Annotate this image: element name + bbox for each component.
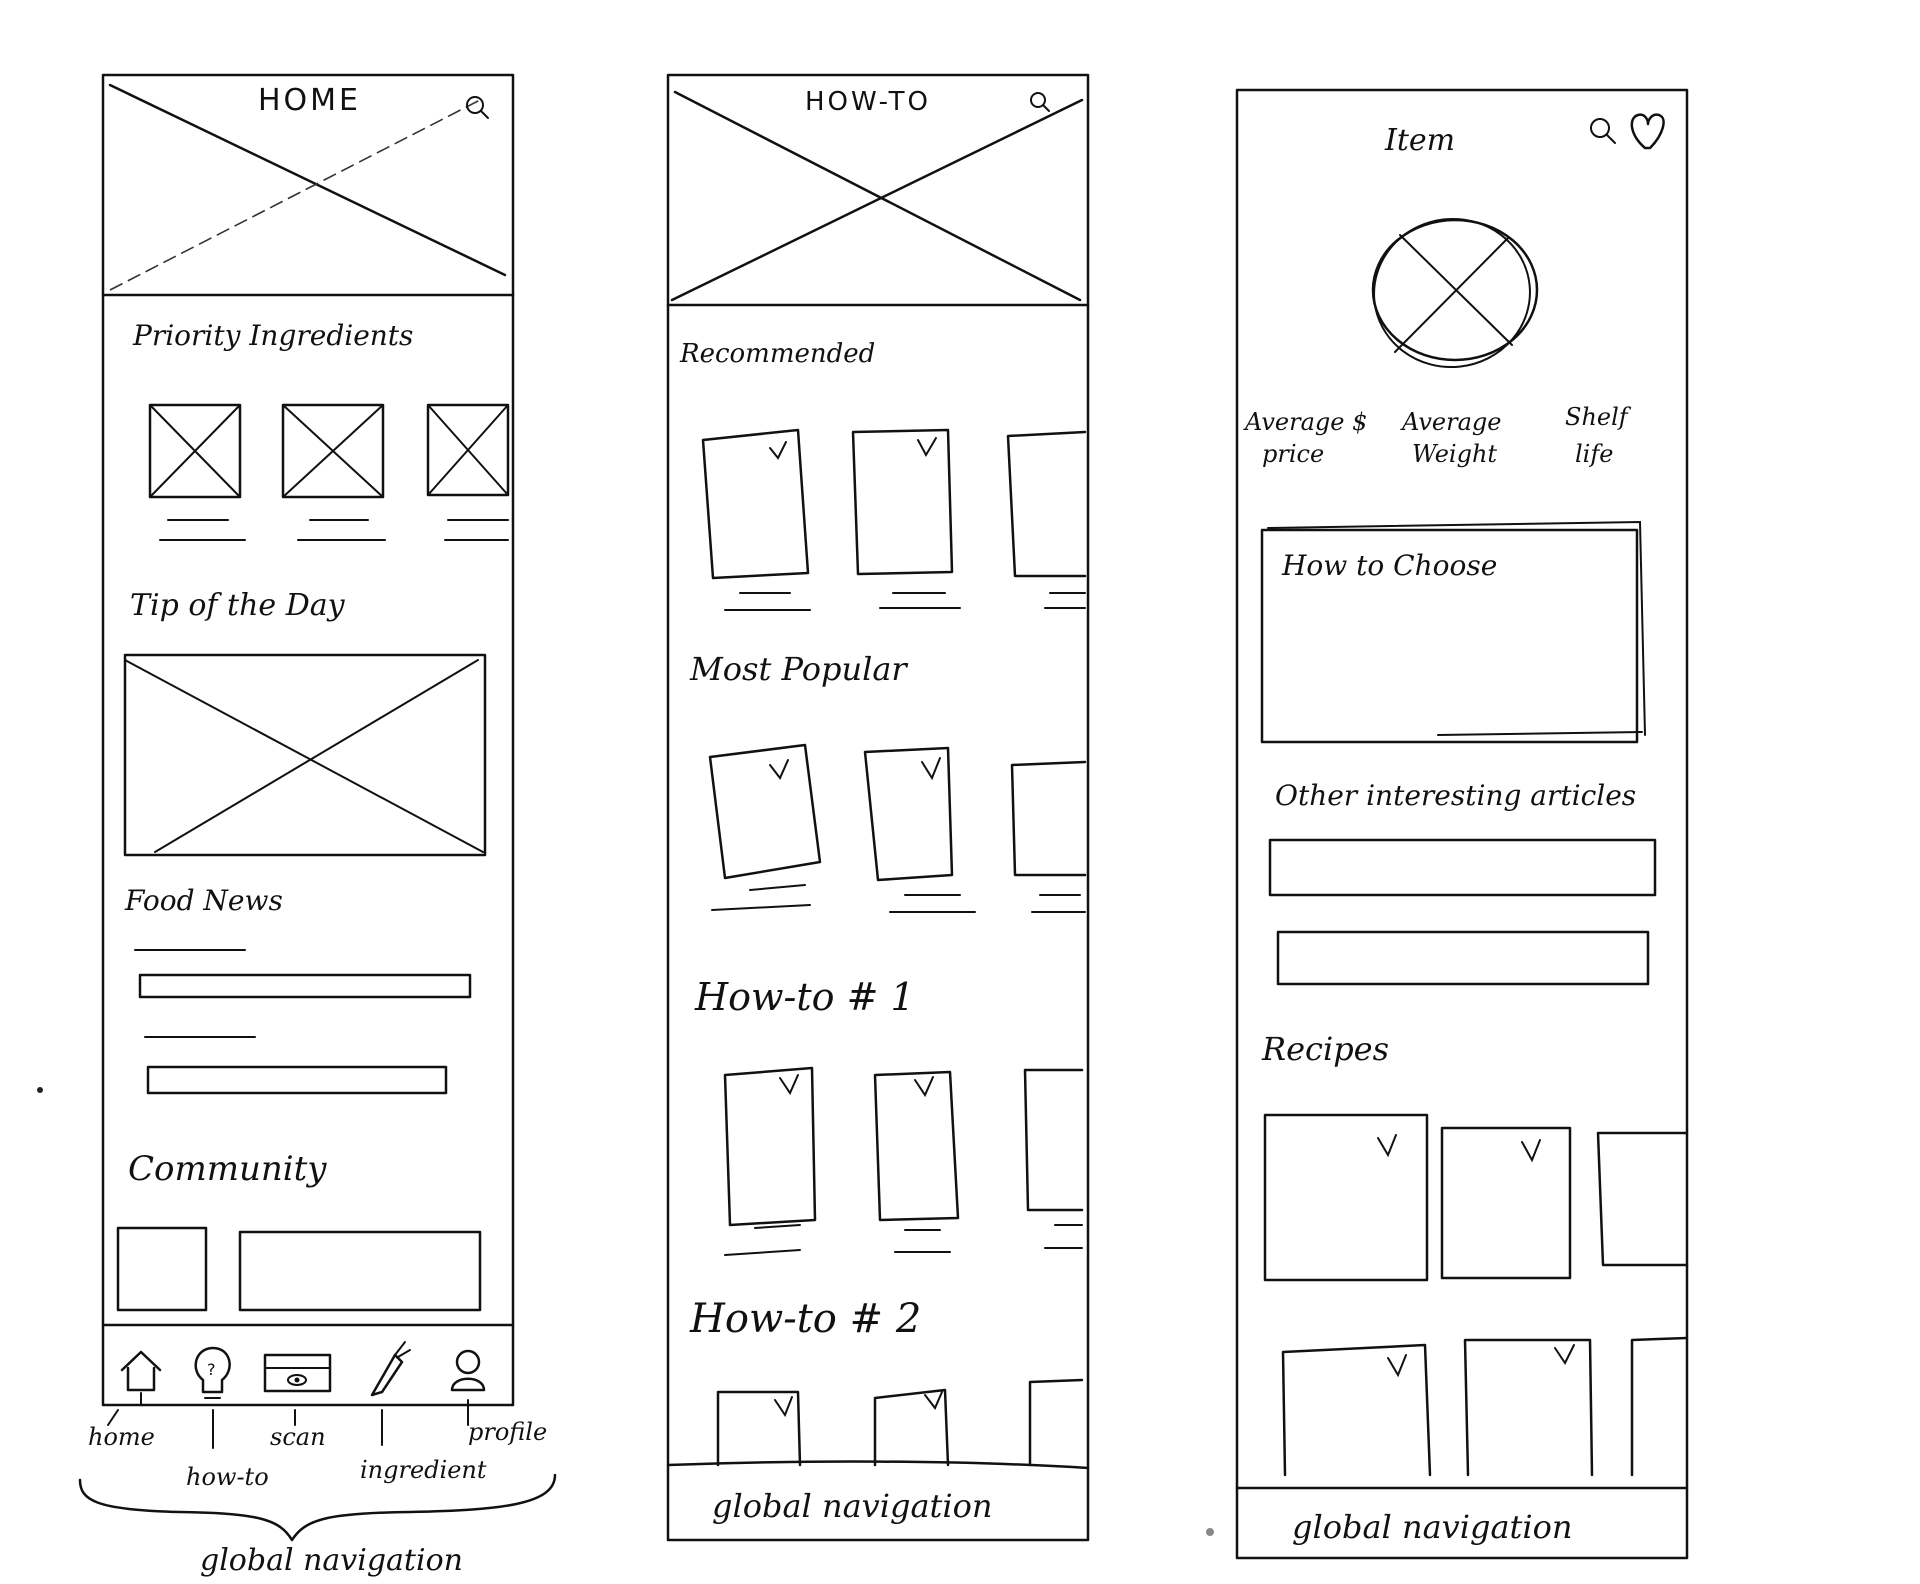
- article-card[interactable]: [873, 1388, 950, 1467]
- stat-shelf-label: Shelf: [1565, 403, 1632, 431]
- article-card[interactable]: [1006, 430, 1087, 609]
- stat-weight-label-2: Weight: [1412, 440, 1497, 468]
- article-card[interactable]: [1023, 1068, 1084, 1249]
- home-header-image-placeholder: [101, 83, 515, 297]
- article-card[interactable]: [723, 1066, 817, 1256]
- ingredient-card[interactable]: [148, 403, 246, 541]
- lightbulb-icon[interactable]: ?: [194, 1346, 231, 1399]
- nav-label-ingredient: ingredient: [360, 1456, 487, 1484]
- person-icon[interactable]: [450, 1349, 486, 1392]
- tip-of-day-heading: Tip of the Day: [130, 588, 346, 623]
- howto-nav-divider: [666, 1460, 1090, 1470]
- heart-icon[interactable]: [1630, 113, 1665, 150]
- priority-ingredients-heading: Priority Ingredients: [132, 319, 413, 352]
- search-icon[interactable]: [466, 96, 489, 119]
- house-icon[interactable]: [120, 1350, 162, 1406]
- ink-speck: [37, 1087, 43, 1093]
- home-bottom-nav: ? home how-to scan: [78, 1323, 557, 1578]
- global-navigation-label: global navigation: [200, 1543, 463, 1578]
- community-heading: Community: [128, 1149, 327, 1189]
- item-title: Item: [1384, 123, 1455, 158]
- other-articles-heading: Other interesting articles: [1275, 779, 1636, 812]
- item-image-placeholder: [1371, 217, 1539, 369]
- food-news-heading: Food News: [124, 884, 283, 917]
- recipe-card[interactable]: [1440, 1126, 1572, 1280]
- how-to-choose-label: How to Choose: [1281, 549, 1497, 582]
- howto-global-navigation[interactable]: global navigation: [712, 1487, 992, 1525]
- nav-label-scan: scan: [270, 1423, 326, 1451]
- article-card[interactable]: [701, 428, 811, 611]
- home-screen: HOME Priority Ingredients: [78, 73, 557, 1578]
- howto-header-image-placeholder: [666, 90, 1090, 307]
- stat-price-label: Average $: [1243, 408, 1367, 436]
- ink-speck: [1206, 1528, 1214, 1536]
- news-item[interactable]: [134, 949, 472, 1095]
- nav-label-home: home: [88, 1423, 155, 1451]
- stat-price-label-2: price: [1262, 440, 1324, 468]
- article-bar[interactable]: [1276, 930, 1650, 986]
- recommended-heading: Recommended: [679, 339, 875, 369]
- search-icon[interactable]: [1590, 118, 1616, 144]
- recipe-card[interactable]: [1630, 1336, 1689, 1477]
- recipe-card[interactable]: [1596, 1131, 1689, 1267]
- article-card[interactable]: [863, 746, 976, 913]
- recipe-card[interactable]: [1281, 1343, 1432, 1477]
- scan-icon[interactable]: [263, 1353, 332, 1393]
- ingredient-card[interactable]: [426, 403, 510, 541]
- how-to-choose-card[interactable]: How to Choose: [1260, 520, 1646, 744]
- svg-text:?: ?: [207, 1360, 216, 1379]
- article-card[interactable]: [1028, 1378, 1084, 1467]
- home-phone-frame: [101, 73, 515, 1407]
- item-phone-frame: [1235, 88, 1689, 1560]
- recipe-card[interactable]: [1263, 1113, 1429, 1282]
- howto-phone-frame: [666, 73, 1090, 1542]
- howto-screen: HOW-TO Recommended Most Popular: [666, 73, 1090, 1542]
- recipes-heading: Recipes: [1261, 1030, 1389, 1068]
- stat-shelf-label-2: life: [1575, 440, 1613, 468]
- tip-image-placeholder[interactable]: [123, 653, 487, 857]
- search-icon[interactable]: [1030, 92, 1050, 112]
- recipe-card[interactable]: [1463, 1338, 1594, 1477]
- article-card[interactable]: [873, 1070, 960, 1253]
- carrot-icon[interactable]: [370, 1341, 411, 1397]
- home-title: HOME: [258, 83, 361, 118]
- article-card[interactable]: [1010, 760, 1087, 913]
- article-card[interactable]: [851, 428, 961, 609]
- item-stats: Average $ price Average Weight Shelf lif…: [1243, 403, 1632, 468]
- article-bar[interactable]: [1268, 838, 1657, 897]
- most-popular-heading: Most Popular: [689, 650, 908, 688]
- ingredient-card[interactable]: [281, 403, 386, 541]
- stat-weight-label: Average: [1400, 408, 1501, 436]
- item-screen: Item Average $ price Average Weight Shel…: [1235, 88, 1689, 1560]
- nav-label-profile: profile: [468, 1418, 547, 1446]
- howto-2-heading: How-to # 2: [689, 1296, 921, 1342]
- article-card[interactable]: [708, 743, 822, 911]
- howto-1-heading: How-to # 1: [694, 975, 915, 1019]
- community-post[interactable]: [116, 1226, 482, 1312]
- article-card[interactable]: [716, 1390, 802, 1467]
- nav-label-howto: how-to: [186, 1463, 269, 1491]
- howto-title: HOW-TO: [805, 87, 931, 117]
- item-global-navigation[interactable]: global navigation: [1292, 1508, 1572, 1546]
- global-navigation-brace: [78, 1473, 557, 1542]
